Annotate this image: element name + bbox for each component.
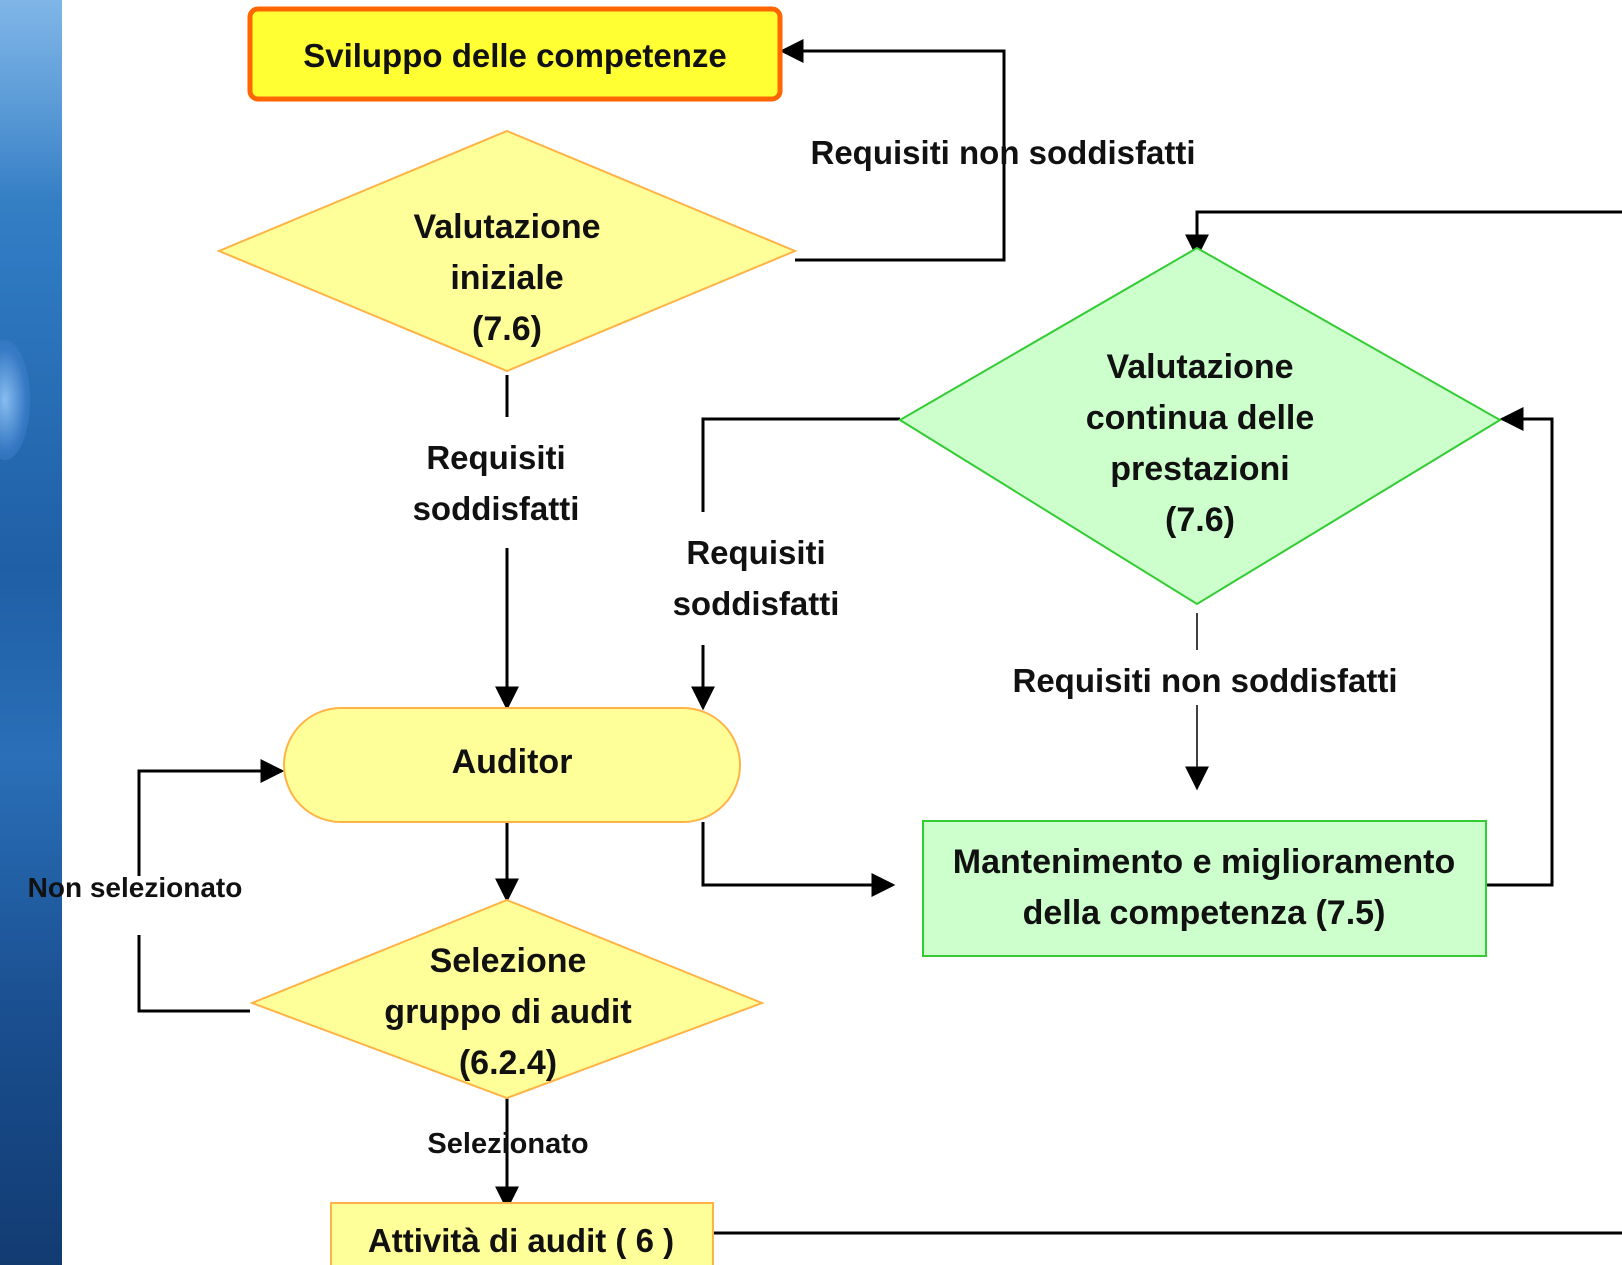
- decorative-sidebar: [0, 0, 62, 1265]
- node-auditor-label: Auditor: [452, 743, 573, 781]
- node-mantenimento-line-1: Mantenimento e miglioramento: [953, 843, 1456, 881]
- node-selezione: Selezione gruppo di audit (6.2.4): [249, 898, 765, 1100]
- node-selezione-line-3: (6.2.4): [459, 1044, 557, 1082]
- connectors: [137, 39, 1622, 1235]
- edge-labels: Requisiti non soddisfatti Requisiti sodd…: [28, 134, 1398, 1160]
- node-sviluppo: Sviluppo delle competenze: [247, 6, 783, 102]
- node-mantenimento: Mantenimento e miglioramento della compe…: [922, 820, 1487, 957]
- sidebar-highlight: [0, 0, 62, 200]
- node-mantenimento-box: [922, 820, 1487, 957]
- node-valutazione-continua-shape: [898, 246, 1502, 606]
- edge-iniziale-to-sviluppo: [779, 39, 1006, 262]
- node-selezione-shape: [249, 898, 765, 1100]
- label-non-selezionato: Non selezionato: [28, 872, 243, 903]
- node-valutazione-continua-line-4: (7.6): [1165, 501, 1235, 539]
- edge-continua-to-auditor-a: [701, 417, 900, 512]
- edge-selezione-to-auditor-a: [137, 935, 250, 1013]
- label-soddisfatti-left-2: soddisfatti: [413, 490, 580, 527]
- node-valutazione-continua-line-2: continua delle: [1086, 399, 1315, 437]
- node-valutazione-continua-line-1: Valutazione: [1106, 348, 1293, 386]
- edge-auditor-to-mantenimento: [701, 822, 896, 897]
- node-attivita-box: [330, 1202, 714, 1265]
- node-selezione-line-1: Selezione: [430, 942, 587, 980]
- label-non-soddisfatti-right: Requisiti non soddisfatti: [1013, 662, 1398, 699]
- node-selezione-line-2: gruppo di audit: [384, 993, 631, 1031]
- node-valutazione-continua-line-3: prestazioni: [1110, 450, 1289, 488]
- edge-mantenimento-to-continua: [1487, 407, 1554, 887]
- node-valutazione-iniziale-shape: [216, 129, 798, 373]
- node-valutazione-iniziale: Valutazione iniziale (7.6): [216, 129, 798, 373]
- node-valutazione-iniziale-line-1: Valutazione: [413, 208, 600, 246]
- node-auditor-shape: [283, 707, 741, 823]
- label-soddisfatti-mid-1: Requisiti: [686, 534, 825, 571]
- node-valutazione-iniziale-line-2: iniziale: [450, 259, 563, 297]
- node-sviluppo-label: Sviluppo delle competenze: [303, 37, 727, 74]
- label-non-soddisfatti-top: Requisiti non soddisfatti: [811, 134, 1196, 171]
- node-valutazione-iniziale-line-3: (7.6): [472, 310, 542, 348]
- node-attivita: Attività di audit ( 6 ): [330, 1202, 714, 1265]
- edge-selezione-to-auditor-b: [137, 759, 285, 876]
- node-valutazione-continua: Valutazione continua delle prestazioni (…: [898, 246, 1502, 606]
- label-soddisfatti-mid-2: soddisfatti: [673, 585, 840, 622]
- label-soddisfatti-left-1: Requisiti: [426, 439, 565, 476]
- node-mantenimento-line-2: della competenza (7.5): [1023, 894, 1386, 932]
- node-attivita-label: Attività di audit ( 6 ): [368, 1222, 674, 1259]
- node-auditor: Auditor: [283, 707, 741, 823]
- node-sviluppo-box: [247, 6, 783, 102]
- label-selezionato: Selezionato: [427, 1128, 588, 1160]
- edge-loop-to-continua: [1185, 210, 1622, 259]
